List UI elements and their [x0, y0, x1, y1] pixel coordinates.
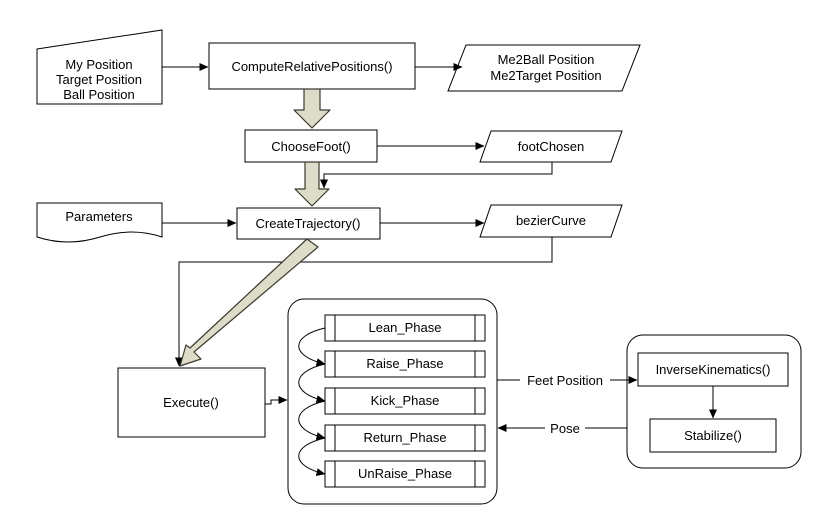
create-trajectory-label: CreateTrajectory()	[256, 216, 361, 231]
feet-position-edge-label: Feet Position	[520, 372, 610, 388]
foot-chosen-label: footChosen	[518, 139, 585, 154]
pose-edge-label: Pose	[545, 420, 585, 436]
phase-label: UnRaise_Phase	[358, 466, 452, 481]
choose-foot-label: ChooseFoot()	[271, 139, 350, 154]
connectors	[162, 63, 717, 432]
fat-arrow-compute-to-choose	[293, 88, 331, 129]
compute-relative-positions-label: ComputeRelativePositions()	[231, 59, 392, 74]
pose-label: Pose	[550, 421, 580, 436]
inverse-kinematics-node: InverseKinematics()	[637, 352, 789, 387]
relative-positions-output-line: Me2Ball Position	[498, 52, 595, 67]
phase-raise: Raise_Phase	[324, 350, 486, 378]
phase-list: Lean_Phase Raise_Phase Kick_Phase Return…	[324, 314, 486, 488]
fat-arrows	[179, 88, 331, 367]
create-trajectory-node: CreateTrajectory()	[236, 207, 381, 240]
relative-positions-output-node: Me2Ball Position Me2Target Position	[447, 44, 641, 92]
stabilize-node: Stabilize()	[649, 418, 777, 453]
choose-foot-node: ChooseFoot()	[244, 129, 378, 163]
execute-node: Execute()	[117, 367, 266, 438]
phase-label: Kick_Phase	[371, 393, 440, 408]
phase-label: Raise_Phase	[366, 356, 443, 371]
execute-label: Execute()	[163, 395, 219, 410]
fat-arrow-choose-to-create	[294, 161, 330, 207]
positions-input-line: Target Position	[56, 72, 142, 87]
phase-label: Return_Phase	[363, 430, 446, 445]
positions-input-node: My Position Target Position Ball Positio…	[36, 29, 163, 105]
feet-position-label: Feet Position	[527, 373, 603, 388]
parameters-label: Parameters	[65, 209, 133, 224]
phase-lean: Lean_Phase	[324, 314, 486, 342]
relative-positions-output-line: Me2Target Position	[490, 68, 601, 83]
positions-input-line: My Position	[65, 57, 132, 72]
phase-return: Return_Phase	[324, 424, 486, 452]
phase-label: Lean_Phase	[368, 320, 441, 335]
positions-input-line: Ball Position	[63, 87, 135, 102]
phase-sequence-arrows	[298, 327, 326, 477]
parameters-input-node: Parameters	[36, 202, 163, 243]
bezier-curve-output-node: bezierCurve	[479, 204, 623, 238]
stabilize-label: Stabilize()	[684, 428, 742, 443]
foot-chosen-output-node: footChosen	[479, 130, 623, 163]
bezier-curve-label: bezierCurve	[516, 213, 586, 228]
inverse-kinematics-label: InverseKinematics()	[656, 362, 771, 377]
compute-relative-positions-node: ComputeRelativePositions()	[208, 42, 416, 90]
fat-arrow-create-to-execute	[179, 238, 319, 367]
phase-unraise: UnRaise_Phase	[324, 460, 486, 488]
phase-kick: Kick_Phase	[324, 387, 486, 415]
